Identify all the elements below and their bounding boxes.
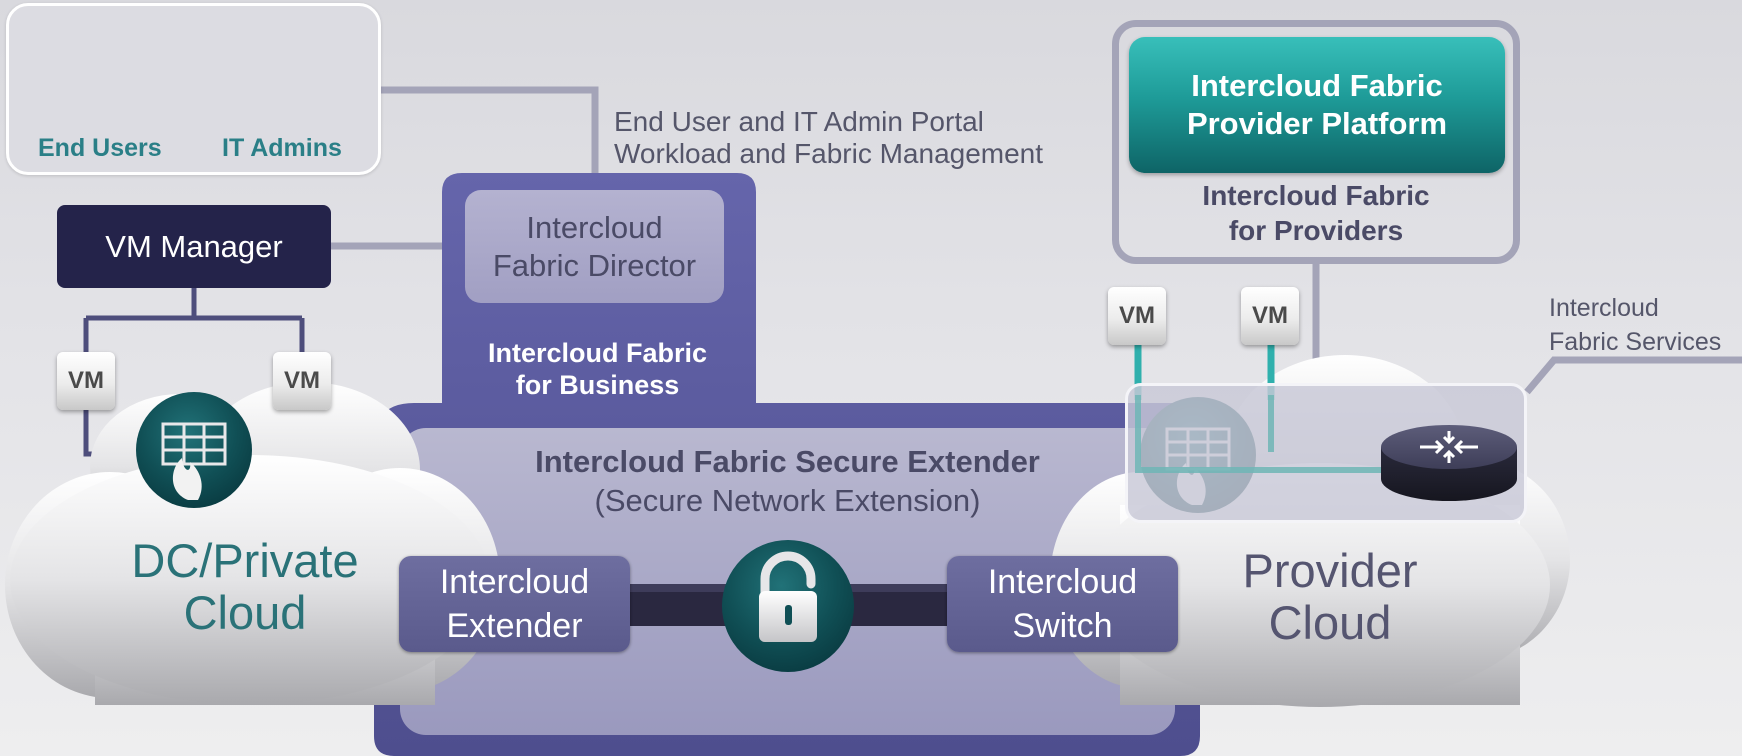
provider-cloud-line-2: Cloud — [1268, 596, 1392, 649]
director-line-1: Intercloud — [526, 209, 663, 245]
provider-cloud-line-1: Provider — [1242, 544, 1418, 597]
vm-icon: VM — [57, 352, 115, 410]
end-users-label: End Users — [38, 134, 162, 162]
private-cloud-label: DC/Private Cloud — [110, 535, 380, 639]
secure-extender-title: Intercloud Fabric Secure Extender — [535, 444, 1040, 479]
private-cloud-line-2: Cloud — [183, 586, 307, 639]
intercloud-extender-box: Intercloud Extender — [399, 556, 630, 652]
services-line-2: Fabric Services — [1549, 328, 1722, 356]
vm-label: VM — [1252, 302, 1288, 329]
lock-icon — [722, 540, 854, 672]
provider-platform-box: Intercloud Fabric Provider Platform — [1129, 37, 1505, 173]
fabric-for-providers-label: Intercloud Fabric for Providers — [1120, 178, 1512, 248]
vm-icon: VM — [273, 352, 331, 410]
providers-line-1: Intercloud Fabric — [1202, 180, 1430, 211]
portal-line-2: Workload and Fabric Management — [614, 138, 1044, 169]
vm-label: VM — [68, 367, 104, 394]
business-line-1: Intercloud Fabric — [487, 338, 708, 368]
switch-line-2: Switch — [1012, 607, 1113, 645]
fabric-for-business-label: Intercloud Fabric for Business — [440, 337, 755, 401]
vm-manager-label: VM Manager — [105, 228, 283, 264]
portal-line-1: End User and IT Admin Portal — [614, 106, 984, 137]
fabric-for-providers-panel — [1112, 20, 1520, 264]
vm-icon: VM — [1108, 287, 1166, 345]
platform-line-2: Provider Platform — [1186, 106, 1448, 141]
portal-description: End User and IT Admin Portal Workload an… — [614, 106, 1043, 170]
vm-manager-box: VM Manager — [57, 205, 331, 288]
fabric-services-label: Intercloud Fabric Services — [1549, 291, 1721, 359]
vm-icon: VM — [1241, 287, 1299, 345]
vm-label: VM — [284, 367, 320, 394]
providers-line-2: for Providers — [1228, 215, 1404, 246]
switch-line-1: Intercloud — [987, 563, 1138, 601]
secure-extender-subtitle: (Secure Network Extension) — [594, 483, 981, 518]
it-admins-label: IT Admins — [222, 134, 342, 162]
director-line-2: Fabric Director — [492, 247, 697, 283]
platform-line-1: Intercloud Fabric — [1191, 68, 1443, 103]
router-icon — [1381, 425, 1517, 501]
intercloud-switch-box: Intercloud Switch — [947, 556, 1178, 652]
business-line-2: for Business — [515, 370, 680, 400]
extender-line-2: Extender — [446, 607, 583, 645]
provider-cloud-label: Provider Cloud — [1210, 545, 1450, 649]
firewall-icon — [136, 392, 252, 508]
fabric-director-box: Intercloud Fabric Director — [465, 190, 724, 303]
extender-line-1: Intercloud — [439, 563, 590, 601]
users-panel — [6, 3, 381, 175]
services-line-1: Intercloud — [1549, 294, 1659, 322]
private-cloud-line-1: DC/Private — [131, 534, 359, 587]
vm-label: VM — [1119, 302, 1155, 329]
